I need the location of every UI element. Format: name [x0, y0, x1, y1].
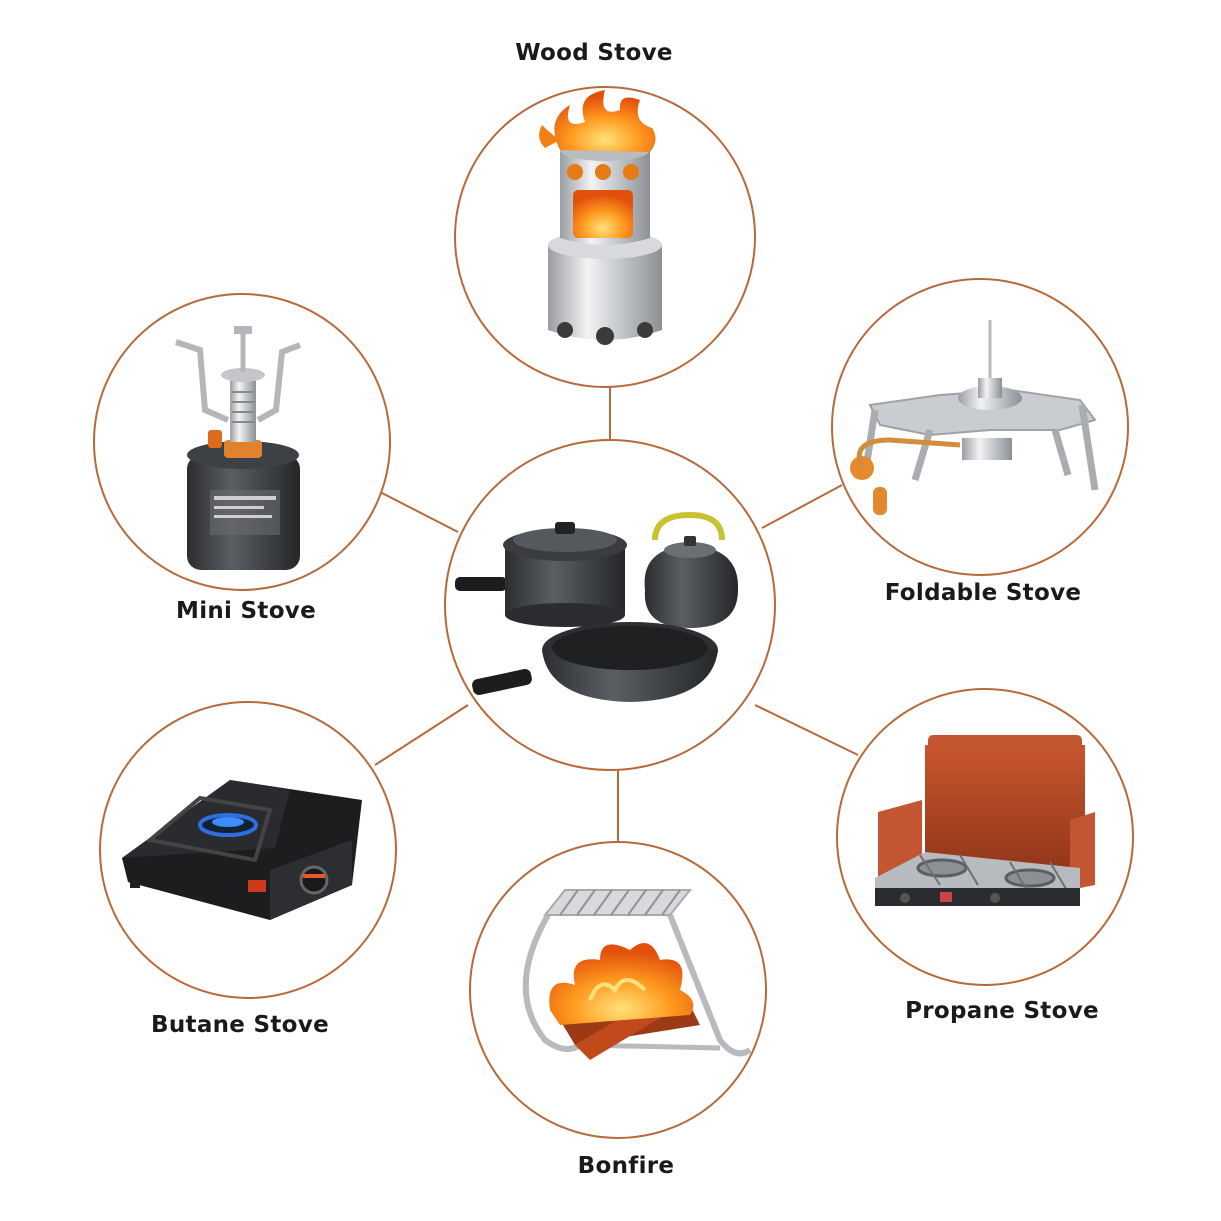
- wood-stove-icon: [539, 90, 662, 345]
- node-butane: Butane Stove: [99, 701, 397, 1038]
- node-wood: Wood Stove: [454, 40, 756, 388]
- cookware-set-icon: [455, 511, 739, 702]
- connector-butane: [374, 704, 469, 766]
- node-foldable: Foldable Stove: [831, 278, 1129, 606]
- foldable-label: Foldable Stove: [885, 580, 1082, 606]
- butane-label: Butane Stove: [151, 1012, 329, 1038]
- mini-stove-icon: [175, 326, 302, 570]
- connector-foldable: [761, 484, 843, 529]
- propane-stove-icon: [875, 735, 1095, 906]
- wood-label: Wood Stove: [515, 40, 673, 66]
- center-node: [444, 439, 776, 771]
- node-mini: Mini Stove: [93, 293, 391, 624]
- bonfire-label: Bonfire: [578, 1153, 675, 1179]
- mini-label: Mini Stove: [176, 598, 316, 624]
- propane-label: Propane Stove: [905, 998, 1099, 1024]
- connector-propane: [754, 704, 859, 756]
- connector-mini: [379, 491, 459, 533]
- bonfire-icon: [522, 889, 752, 1060]
- foldable-stove-icon: [850, 320, 1099, 515]
- node-bonfire: Bonfire: [469, 841, 767, 1179]
- connectors: [374, 380, 859, 845]
- node-propane: Propane Stove: [836, 688, 1134, 1024]
- butane-stove-icon: [122, 780, 362, 920]
